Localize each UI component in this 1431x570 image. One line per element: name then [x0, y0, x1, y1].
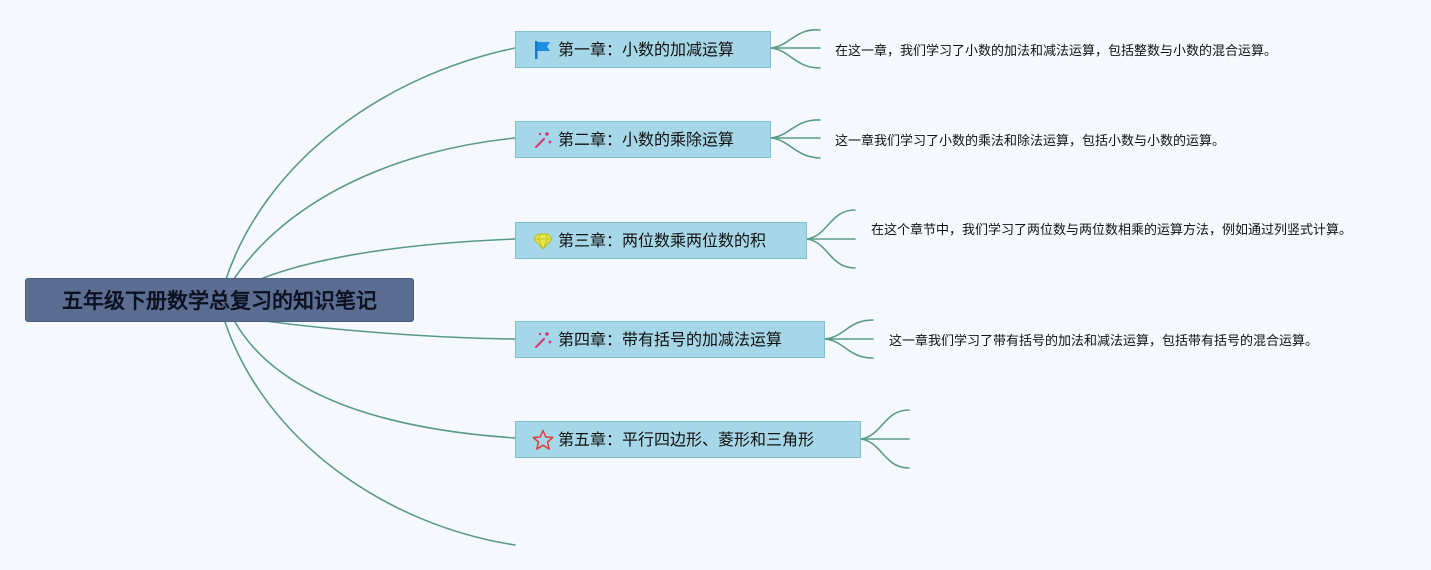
connector-root-ch4	[257, 319, 516, 340]
chapter-4-title: 第四章：带有括号的加减法运算	[558, 330, 783, 349]
fan-ch2-down	[770, 137, 821, 159]
blue-flag-icon	[532, 39, 554, 61]
fan-ch5-up	[860, 409, 910, 440]
fan-ch3-down	[806, 238, 856, 269]
chapter-3-note: 在这个章节中，我们学习了两位数与两位数相乘的运算方法，例如通过列竖式计算。	[871, 223, 1353, 238]
connector-root-ch5	[234, 321, 516, 439]
connector-root-ch3	[257, 238, 516, 281]
red-star-outline-icon	[532, 429, 554, 451]
chapter-4-node[interactable]: 第四章：带有括号的加减法运算	[515, 321, 825, 358]
connector-root-ch2	[231, 137, 516, 283]
fan-ch3-up	[806, 209, 856, 240]
diamond-icon	[532, 230, 554, 252]
chapter-2-node[interactable]: 第二章：小数的乘除运算	[515, 121, 771, 158]
chapter-1-note: 在这一章，我们学习了小数的加法和减法运算，包括整数与小数的混合运算。	[835, 44, 1278, 59]
root-topic[interactable]: 五年级下册数学总复习的知识笔记	[25, 278, 414, 322]
connector-root-empty	[224, 321, 516, 546]
chapter-5-node[interactable]: 第五章：平行四边形、菱形和三角形	[515, 421, 861, 458]
fan-ch5-down	[860, 438, 910, 469]
chapter-1-title: 第一章：小数的加减运算	[558, 40, 735, 59]
chapter-3-title: 第三章：两位数乘两位数的积	[558, 231, 767, 250]
chapter-1-node[interactable]: 第一章：小数的加减运算	[515, 31, 771, 68]
chapter-3-node[interactable]: 第三章：两位数乘两位数的积	[515, 222, 807, 259]
magic-wand-icon	[532, 329, 554, 351]
fan-ch2-up	[770, 119, 821, 139]
chapter-5-title: 第五章：平行四边形、菱形和三角形	[558, 430, 815, 449]
fan-ch4-down	[824, 338, 874, 359]
fan-ch1-up	[770, 29, 821, 49]
magic-wand-icon	[532, 129, 554, 151]
chapter-4-note: 这一章我们学习了带有括号的加法和减法运算，包括带有括号的混合运算。	[889, 334, 1319, 349]
chapter-2-note: 这一章我们学习了小数的乘法和除法运算，包括小数与小数的运算。	[835, 134, 1226, 149]
fan-ch1-down	[770, 47, 821, 69]
fan-ch4-up	[824, 319, 874, 340]
chapter-2-title: 第二章：小数的乘除运算	[558, 130, 735, 149]
connector-root-ch1	[224, 47, 516, 283]
